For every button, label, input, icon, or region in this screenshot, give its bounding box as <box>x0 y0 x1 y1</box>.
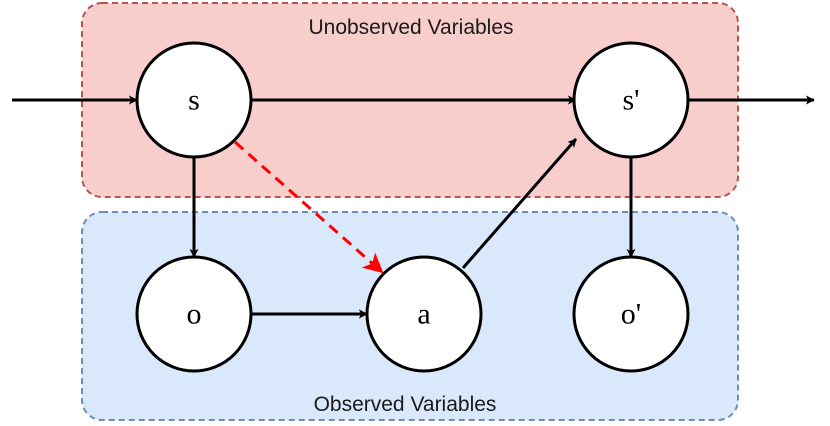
node-o-prime: o' <box>572 255 690 373</box>
node-s-prime: s' <box>572 41 690 159</box>
node-s-label: s <box>188 84 200 117</box>
node-a-circle <box>365 255 483 373</box>
node-o-label: o <box>187 298 202 331</box>
node-s-prime-circle <box>572 41 690 159</box>
unobserved-group-title: Unobserved Variables <box>308 16 513 39</box>
observed-group-title: Observed Variables <box>314 393 497 416</box>
node-o-prime-circle <box>572 255 690 373</box>
edge-s-to-a-dashed <box>234 140 384 274</box>
node-s-circle <box>135 41 253 159</box>
node-a: a <box>365 255 483 373</box>
edge-a-to-s-prime <box>461 138 578 269</box>
edges <box>12 95 815 319</box>
node-s-prime-label: s' <box>622 84 639 117</box>
node-a-label: a <box>417 298 430 331</box>
node-s: s <box>135 41 253 159</box>
node-o-circle <box>135 255 253 373</box>
node-o-prime-label: o' <box>621 298 641 331</box>
node-o: o <box>135 255 253 373</box>
